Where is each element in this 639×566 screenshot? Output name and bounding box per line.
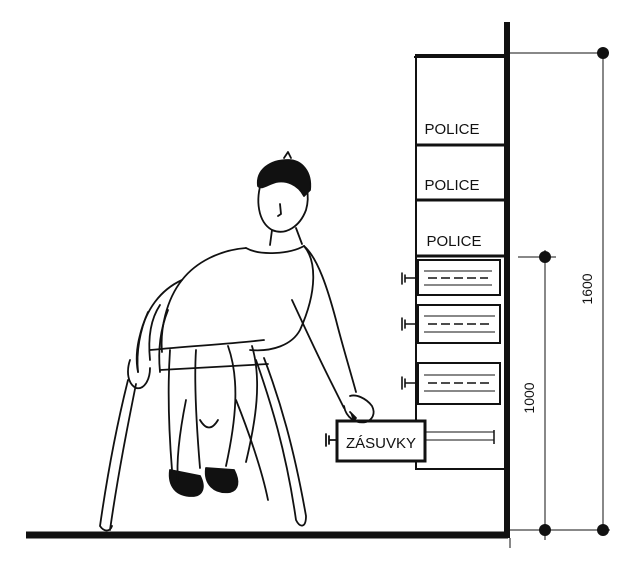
cabinet-frame bbox=[415, 54, 506, 470]
wheelchair-user-illustration bbox=[99, 151, 375, 532]
wheelchair-armrest bbox=[149, 339, 265, 351]
open-drawer-front bbox=[335, 419, 427, 463]
drawer-handle-icon bbox=[401, 317, 418, 331]
wheel-right bbox=[255, 357, 307, 527]
drawer-handle-icon bbox=[325, 433, 338, 447]
open-drawer: ZÁSUVKY bbox=[325, 419, 495, 463]
drawer-1 bbox=[401, 259, 501, 296]
wheelchair-backrest bbox=[136, 309, 169, 373]
left-shoe bbox=[168, 469, 204, 497]
wheelchair-seat bbox=[159, 363, 269, 371]
drawer-3 bbox=[401, 362, 501, 405]
right-shoe bbox=[204, 467, 239, 494]
dimension-dot bbox=[597, 524, 609, 536]
right-arm bbox=[291, 245, 357, 409]
shelf-label-1: POLICE bbox=[424, 121, 479, 138]
dimension-dot bbox=[539, 251, 551, 263]
drawer-handle-icon bbox=[401, 272, 418, 285]
drawer-handle-icon bbox=[401, 376, 418, 390]
dimension-dot bbox=[597, 47, 609, 59]
shelf-label-3: POLICE bbox=[426, 233, 481, 250]
shelf-label-2: POLICE bbox=[424, 177, 479, 194]
wheel-left bbox=[99, 379, 137, 532]
right-hand bbox=[343, 394, 375, 424]
drawer-label: ZÁSUVKY bbox=[346, 435, 416, 452]
dimension-label-1000: 1000 bbox=[521, 382, 537, 413]
hair bbox=[257, 159, 312, 197]
torso bbox=[160, 245, 315, 353]
left-hand bbox=[127, 359, 151, 390]
dimension-dot bbox=[539, 524, 551, 536]
legs bbox=[167, 345, 259, 471]
dimension-reach: 1000 bbox=[518, 250, 556, 540]
dimension-total: 1600 bbox=[508, 47, 610, 536]
drawer-2 bbox=[401, 304, 501, 344]
dimension-label-1600: 1600 bbox=[579, 273, 595, 304]
cabinet bbox=[414, 54, 506, 470]
